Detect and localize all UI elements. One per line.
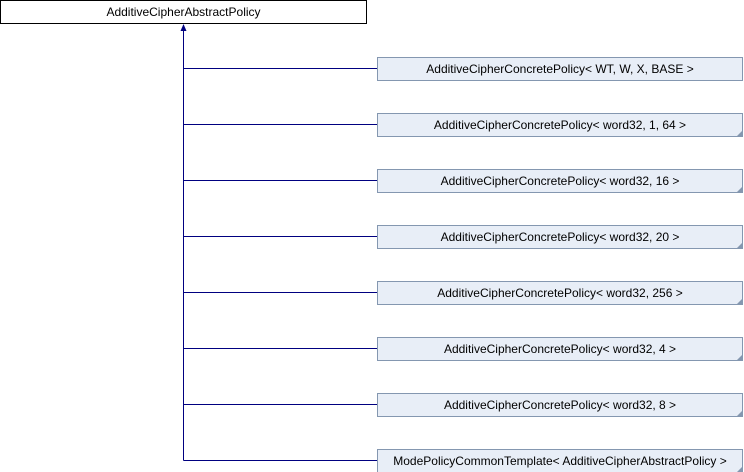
- derived-class-node[interactable]: AdditiveCipherConcretePolicy< word32, 25…: [377, 281, 744, 305]
- derived-class-node[interactable]: ModePolicyCommonTemplate< AdditiveCipher…: [377, 449, 744, 472]
- derived-class-label: AdditiveCipherConcretePolicy< word32, 4 …: [444, 342, 676, 356]
- derived-class-node[interactable]: AdditiveCipherConcretePolicy< word32, 8 …: [377, 393, 744, 417]
- more-subclasses-corner-icon: [737, 242, 743, 248]
- more-subclasses-corner-icon: [737, 186, 743, 192]
- derived-class-label: AdditiveCipherConcretePolicy< word32, 16…: [441, 174, 680, 188]
- derived-class-node[interactable]: AdditiveCipherConcretePolicy< WT, W, X, …: [377, 57, 743, 81]
- more-subclasses-corner-icon: [737, 354, 743, 360]
- base-class-label: AdditiveCipherAbstractPolicy: [106, 5, 260, 19]
- derived-class-label: AdditiveCipherConcretePolicy< word32, 1,…: [434, 118, 686, 132]
- derived-class-label: AdditiveCipherConcretePolicy< word32, 25…: [437, 286, 682, 300]
- base-class-node[interactable]: AdditiveCipherAbstractPolicy: [0, 0, 367, 24]
- derived-class-node[interactable]: AdditiveCipherConcretePolicy< word32, 1,…: [377, 113, 744, 137]
- more-subclasses-corner-icon: [737, 466, 743, 472]
- derived-class-node[interactable]: AdditiveCipherConcretePolicy< word32, 16…: [377, 169, 744, 193]
- derived-class-label: AdditiveCipherConcretePolicy< word32, 8 …: [444, 398, 676, 412]
- more-subclasses-corner-icon: [737, 298, 743, 304]
- derived-class-label: ModePolicyCommonTemplate< AdditiveCipher…: [393, 454, 727, 468]
- more-subclasses-corner-icon: [737, 130, 743, 136]
- derived-class-node[interactable]: AdditiveCipherConcretePolicy< word32, 20…: [377, 225, 744, 249]
- derived-class-label: AdditiveCipherConcretePolicy< word32, 20…: [441, 230, 680, 244]
- inheritance-arrowhead-icon: [180, 24, 187, 31]
- more-subclasses-corner-icon: [737, 410, 743, 416]
- derived-class-node[interactable]: AdditiveCipherConcretePolicy< word32, 4 …: [377, 337, 744, 361]
- derived-class-label: AdditiveCipherConcretePolicy< WT, W, X, …: [426, 62, 693, 76]
